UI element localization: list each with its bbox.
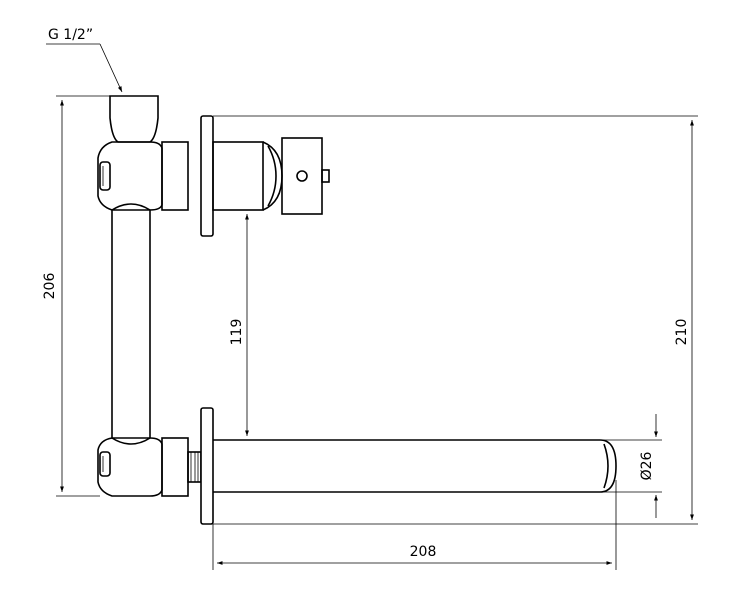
cartridge-housing xyxy=(212,141,264,211)
dimension-206: 206 xyxy=(42,95,110,497)
dimension-208: 208 xyxy=(212,480,617,570)
handle-cap xyxy=(262,141,283,211)
dimension-210-label: 210 xyxy=(674,319,690,346)
dimension-210: 210 xyxy=(213,115,698,525)
lower-nut-slot xyxy=(99,451,111,477)
dimension-119: 119 xyxy=(229,214,249,436)
dimension-206-label: 206 xyxy=(42,273,58,300)
thread-inlet xyxy=(109,95,159,143)
upper-coupling xyxy=(161,141,189,211)
upper-wall-flange xyxy=(200,115,214,237)
lower-nipple xyxy=(187,451,202,483)
dimension-diameter-label: Ø26 xyxy=(639,451,655,480)
dimension-diameter: Ø26 xyxy=(600,414,662,518)
spout xyxy=(213,439,617,493)
handle-stub xyxy=(321,169,330,183)
dimension-208-label: 208 xyxy=(410,544,437,560)
dimension-119-label: 119 xyxy=(229,319,245,346)
thread-label: G 1/2” xyxy=(48,27,93,43)
supply-body xyxy=(97,95,163,497)
mixer-assembly xyxy=(161,115,330,237)
handle-lever xyxy=(281,137,323,215)
handle-screw xyxy=(296,170,308,182)
spout-assembly xyxy=(161,407,617,525)
lower-coupling xyxy=(161,437,189,497)
thread-callout: G 1/2” xyxy=(46,27,123,93)
lower-connector xyxy=(97,437,163,497)
upper-nut-slot xyxy=(99,161,111,191)
upper-connector xyxy=(97,141,163,211)
lower-wall-flange xyxy=(200,407,214,525)
